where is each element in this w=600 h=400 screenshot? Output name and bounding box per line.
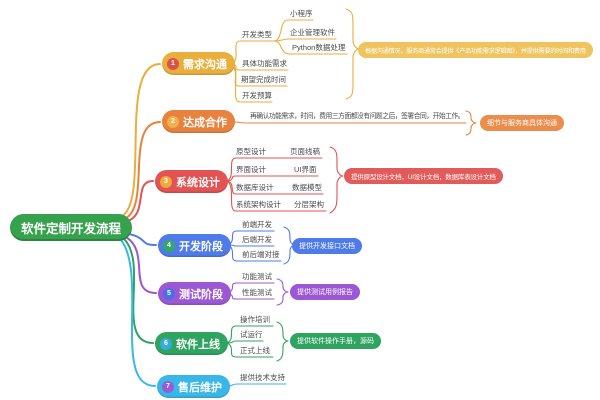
branch-number-badge: 7 (162, 380, 174, 393)
summary-launch-deliverables[interactable]: 提供软件操作手册，源码 (290, 333, 381, 349)
branch-node-development[interactable]: 4 开发阶段 (158, 234, 231, 257)
branch-number-badge: 6 (160, 337, 172, 350)
root-node[interactable]: 软件定制开发流程 (10, 214, 133, 241)
leaf-frontend-backend-integration[interactable]: 前后端对接 (242, 250, 280, 259)
branch-label: 售后维护 (178, 381, 222, 394)
leaf-frontend-dev[interactable]: 前端开发 (242, 220, 272, 229)
branch-node-system-design[interactable]: 3 系统设计 (155, 170, 228, 193)
summary-cooperation[interactable]: 细节与服务商具体沟通 (480, 115, 564, 131)
leaf-python-data[interactable]: Python数据处理 (292, 43, 346, 52)
leaf-ui-design[interactable]: 界面设计 (236, 165, 266, 174)
leaf-mini-program[interactable]: 小程序 (290, 9, 313, 18)
summary-brace-5 (276, 278, 289, 306)
branch1-edges (231, 8, 360, 103)
branch-label: 需求沟通 (183, 58, 227, 71)
branch7-edges (226, 383, 287, 387)
summary-brace-6 (276, 321, 289, 362)
leaf-functional-test[interactable]: 功能测试 (242, 272, 272, 281)
leaf-cooperation-note[interactable]: 再确认功能需求，时间，费用三方面都没有问题之后，签署合同，开始工作。 (250, 113, 465, 120)
summary-design-docs[interactable]: 提供原型设计文档，UI设计文档，数据库表设计文档 (344, 168, 503, 184)
summary-brace-3 (329, 146, 344, 214)
branch-number-badge: 1 (167, 57, 179, 70)
branch-node-cooperation[interactable]: 2 达成合作 (162, 110, 235, 133)
summary-brace-2 (465, 110, 477, 136)
branch3-edges (226, 146, 344, 214)
branch-node-maintenance[interactable]: 7 售后维护 (157, 375, 230, 398)
branch-node-launch[interactable]: 6 软件上线 (155, 332, 228, 355)
branch-label: 开发阶段 (179, 240, 223, 253)
branch-number-badge: 5 (163, 287, 175, 300)
summary-requirements[interactable]: 根据沟通情况，服务商通常会提供《产品功能需求逻辑图》，并提供需要的时间和费用 (358, 42, 593, 58)
branch6-edges (226, 321, 289, 362)
leaf-enterprise-software[interactable]: 企业管理软件 (290, 28, 335, 37)
leaf-prototype-design[interactable]: 原型设计 (236, 147, 266, 156)
leaf-dev-type[interactable]: 开发类型 (242, 30, 272, 39)
branch-label: 达成合作 (183, 116, 227, 129)
branch-number-badge: 3 (160, 175, 172, 188)
leaf-database-design[interactable]: 数据库设计 (236, 183, 274, 192)
branch-label: 测试阶段 (179, 288, 223, 301)
leaf-architecture-design[interactable]: 系统架构设计 (236, 200, 281, 209)
branch-node-requirements[interactable]: 1 需求沟通 (162, 52, 235, 75)
leaf-official-launch[interactable]: 正式上线 (240, 346, 270, 355)
leaf-tech-support[interactable]: 提供技术支持 (240, 373, 285, 382)
leaf-page-wireframe[interactable]: 页面线稿 (290, 147, 320, 156)
branch-label: 软件上线 (176, 338, 220, 351)
summary-brace-1 (345, 8, 360, 100)
leaf-layered-architecture[interactable]: 分层架构 (294, 200, 324, 209)
leaf-function-requirements[interactable]: 具体功能需求 (242, 59, 287, 68)
leaf-expected-time[interactable]: 期望完成时间 (241, 75, 286, 84)
summary-dev-docs[interactable]: 提供开发接口文档 (292, 238, 362, 254)
root-edges (120, 63, 161, 387)
leaf-ui-interface[interactable]: UI界面 (294, 165, 317, 174)
leaf-dev-budget[interactable]: 开发预算 (242, 91, 272, 100)
leaf-backend-dev[interactable]: 后端开发 (242, 235, 272, 244)
leaf-performance-test[interactable]: 性能测试 (242, 288, 272, 297)
branch-label: 系统设计 (176, 176, 220, 189)
branch-number-badge: 2 (167, 115, 179, 128)
leaf-data-model[interactable]: 数据模型 (292, 183, 322, 192)
summary-test-report[interactable]: 提供测试用例报告 (290, 284, 360, 300)
leaf-operation-training[interactable]: 操作培训 (240, 315, 270, 324)
leaf-trial-run[interactable]: 试运行 (240, 330, 263, 339)
branch-node-testing[interactable]: 5 测试阶段 (158, 282, 231, 305)
branch-number-badge: 4 (163, 239, 175, 252)
